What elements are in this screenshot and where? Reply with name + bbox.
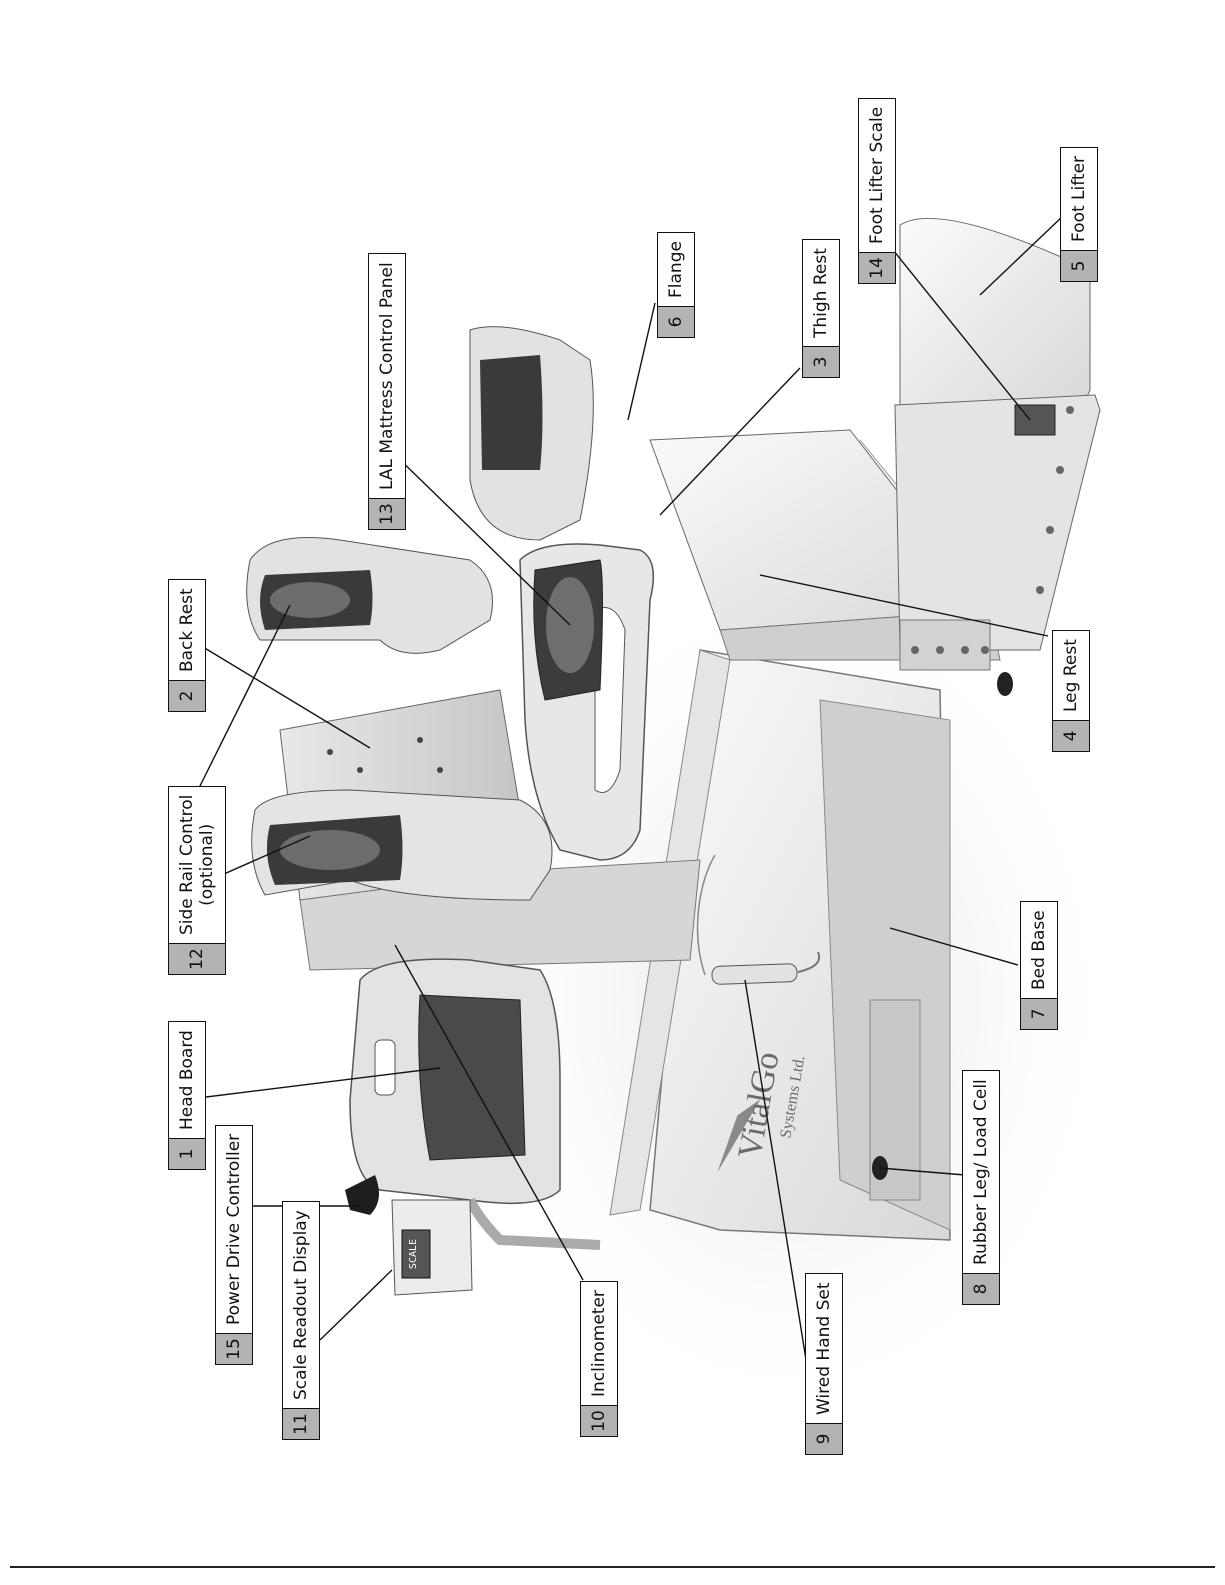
callout-number: 9 bbox=[806, 1423, 842, 1454]
wired-hand-set bbox=[696, 854, 820, 985]
side-rail-head bbox=[251, 789, 553, 901]
leader-6 bbox=[627, 302, 656, 421]
callout-number: 5 bbox=[1061, 250, 1097, 281]
callout-label: Back Rest bbox=[177, 588, 197, 672]
page-bottom-rule bbox=[10, 1566, 1215, 1568]
leader-4 bbox=[759, 574, 1049, 637]
callout-number: 3 bbox=[803, 346, 839, 377]
callout-number: 4 bbox=[1053, 720, 1089, 751]
callout-number: 12 bbox=[169, 943, 225, 974]
callout-label: LAL Mattress Control Panel bbox=[377, 262, 397, 490]
head-board bbox=[349, 958, 561, 1205]
callout-number: 6 bbox=[658, 306, 694, 337]
foot-lifter-board bbox=[894, 217, 1101, 671]
callout-number: 2 bbox=[169, 680, 205, 711]
leader-10 bbox=[394, 944, 584, 1281]
callout-label: Foot Lifter bbox=[1069, 155, 1089, 242]
callout-label: Rubber Leg/ Load Cell bbox=[971, 1079, 991, 1265]
callout-label: Flange bbox=[666, 241, 686, 298]
leader-lines bbox=[197, 215, 1064, 1373]
callout-number: 1 bbox=[169, 1138, 205, 1169]
scale-display-text: SCALE bbox=[408, 1239, 419, 1269]
side-rail-rear bbox=[246, 326, 594, 654]
leader-13 bbox=[389, 449, 571, 626]
leader-2 bbox=[197, 643, 371, 749]
callout-label: Side Rail Control bbox=[177, 794, 197, 935]
leader-5 bbox=[979, 215, 1064, 296]
leader-9 bbox=[744, 979, 809, 1373]
callout-number: 8 bbox=[963, 1273, 999, 1304]
callout-label: Wired Hand Set bbox=[814, 1282, 834, 1415]
leader-8 bbox=[879, 1167, 966, 1176]
leader-7 bbox=[889, 927, 1019, 966]
leader-11 bbox=[319, 1269, 393, 1341]
callout-label: Head Board bbox=[177, 1030, 197, 1130]
callout-label: Leg Rest bbox=[1061, 639, 1081, 712]
callout-label: Thigh Rest bbox=[811, 248, 831, 338]
leader-1 bbox=[197, 1067, 441, 1099]
leader-12b bbox=[197, 604, 291, 791]
scale-readout-device: SCALE bbox=[345, 1175, 601, 1296]
callout-number: 15 bbox=[216, 1333, 252, 1364]
callout-label: Scale Readout Display bbox=[291, 1210, 311, 1400]
callout-number: 13 bbox=[369, 498, 405, 529]
callout-label: Foot Lifter Scale bbox=[867, 106, 887, 244]
callout-label-secondary: (optional) bbox=[197, 823, 217, 906]
callout-label: Power Drive Controller bbox=[224, 1133, 244, 1325]
callout-label: Inclinometer bbox=[589, 1290, 609, 1397]
leader-14 bbox=[884, 239, 1031, 421]
rubber-leg-left bbox=[997, 672, 1013, 696]
leader-3 bbox=[659, 367, 801, 516]
callout-number: 7 bbox=[1021, 998, 1057, 1029]
callout-number: 11 bbox=[283, 1408, 319, 1439]
callout-number: 14 bbox=[859, 252, 895, 283]
callout-label: Bed Base bbox=[1029, 910, 1049, 990]
callout-number: 10 bbox=[581, 1405, 617, 1436]
foot-lifter-scale-display bbox=[1014, 404, 1056, 436]
leader-12 bbox=[223, 835, 311, 875]
